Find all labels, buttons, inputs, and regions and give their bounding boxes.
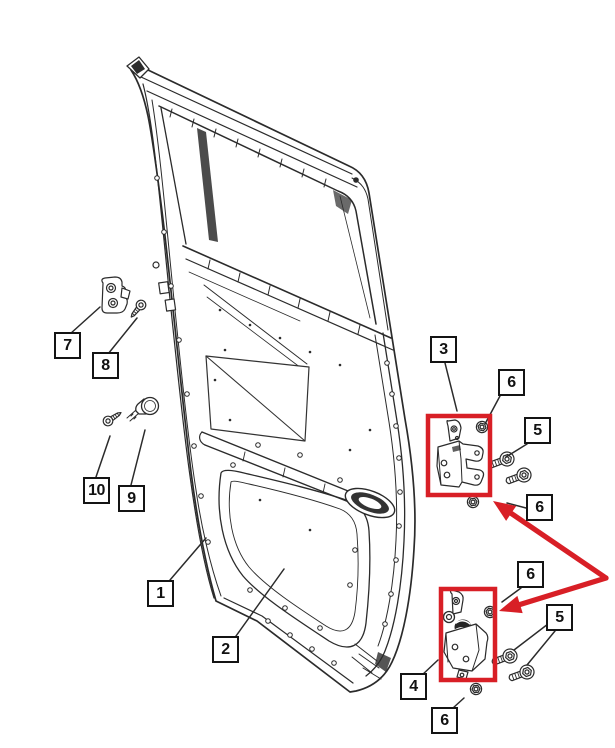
callout-upper-hinge-bolts[interactable]: 5 bbox=[524, 417, 551, 444]
leader-line-lower-hinge-top-nut bbox=[501, 587, 522, 603]
callout-upper-hinge-top-nut[interactable]: 6 bbox=[498, 369, 525, 396]
callout-label: 6 bbox=[507, 373, 516, 391]
leader-line-upper-hinge-top-nut bbox=[484, 395, 501, 425]
callout-label: 2 bbox=[221, 640, 230, 658]
leader-line-upper-hinge bbox=[444, 362, 458, 412]
callout-label: 8 bbox=[101, 356, 110, 374]
callout-label: 5 bbox=[533, 421, 542, 439]
callout-label: 5 bbox=[555, 608, 564, 626]
callout-label: 6 bbox=[440, 711, 449, 729]
callout-lower-hinge-top-nut[interactable]: 6 bbox=[517, 561, 544, 588]
callout-label: 1 bbox=[156, 584, 165, 602]
highlight-box-lower-hinge bbox=[438, 586, 498, 683]
callout-label: 6 bbox=[526, 565, 535, 583]
callout-door-stop-bumper[interactable]: 9 bbox=[118, 485, 145, 512]
callout-label: 7 bbox=[63, 336, 72, 354]
annotation-layer bbox=[69, 306, 609, 709]
door-stop-bumper bbox=[126, 396, 160, 422]
door-shell-illustration bbox=[126, 56, 416, 693]
leader-line-lower-hinge-bolts bbox=[513, 623, 549, 651]
callout-door-stop-screw[interactable]: 10 bbox=[83, 477, 110, 504]
leader-line-door-stop-bumper bbox=[130, 429, 146, 486]
callout-label: 6 bbox=[535, 498, 544, 516]
callout-door-shell[interactable]: 1 bbox=[147, 580, 174, 607]
callout-lower-hinge[interactable]: 4 bbox=[400, 673, 427, 700]
leader-line-upper-hinge-lower-nut bbox=[506, 502, 527, 509]
callout-lower-hinge-lower-nut[interactable]: 6 bbox=[431, 707, 458, 734]
callout-label: 3 bbox=[439, 340, 448, 358]
highlight-arrowhead-upper-hinge bbox=[493, 501, 517, 521]
upper-hinge bbox=[436, 419, 485, 488]
leader-line-door-inner-panel bbox=[235, 568, 285, 637]
callout-striker-screw[interactable]: 8 bbox=[92, 352, 119, 379]
leader-line-door-stop-screw bbox=[95, 435, 111, 478]
callout-label: 10 bbox=[88, 481, 105, 499]
upper-hinge-group bbox=[436, 419, 534, 509]
leader-line-lower-hinge-lower-nut bbox=[452, 697, 465, 709]
callout-label: 9 bbox=[127, 489, 136, 507]
door-check-striker bbox=[101, 276, 131, 314]
lower-hinge-group bbox=[442, 589, 537, 696]
leader-line-door-shell bbox=[169, 537, 207, 581]
lower-hinge bbox=[442, 589, 489, 680]
callout-door-inner-panel[interactable]: 2 bbox=[212, 636, 239, 663]
callout-label: 4 bbox=[409, 677, 418, 695]
highlight-arrowhead-lower-hinge bbox=[499, 595, 523, 614]
callout-door-check-striker[interactable]: 7 bbox=[54, 332, 81, 359]
leader-line-striker-screw bbox=[107, 317, 138, 355]
callout-upper-hinge[interactable]: 3 bbox=[430, 336, 457, 363]
leader-line-upper-hinge-bolts bbox=[505, 443, 528, 458]
highlight-arrow-line-lower-hinge bbox=[514, 575, 609, 609]
callout-upper-hinge-lower-nut[interactable]: 6 bbox=[526, 494, 553, 521]
highlight-box-upper-hinge bbox=[425, 413, 493, 498]
callout-lower-hinge-bolts[interactable]: 5 bbox=[546, 604, 573, 631]
leader-line-door-check-striker bbox=[69, 306, 101, 335]
highlight-arrow-line-upper-hinge bbox=[506, 509, 609, 581]
leader-line-lower-hinge-bolts bbox=[526, 630, 556, 666]
